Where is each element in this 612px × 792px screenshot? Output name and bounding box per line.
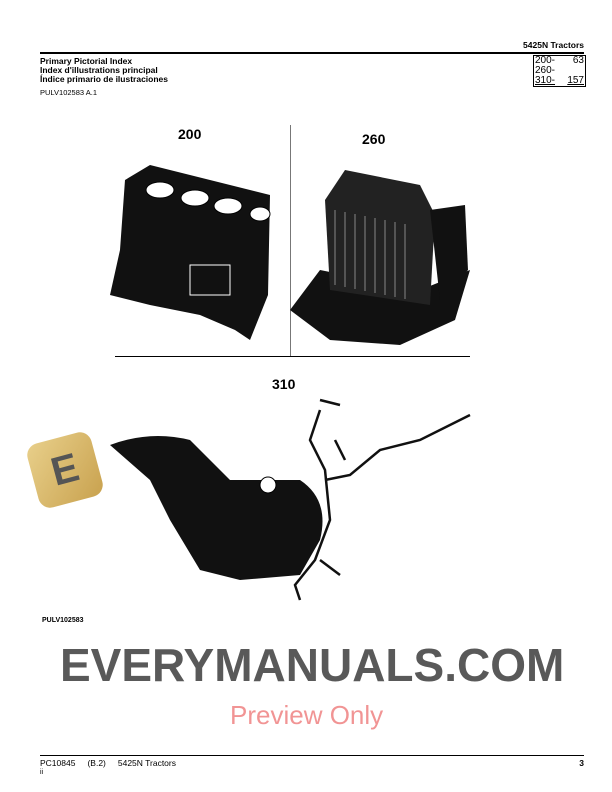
figure-divider-vertical [290,125,291,357]
fuel-lines-illustration[interactable] [293,398,471,601]
page-number: 3 [579,758,584,768]
section-title-fr: Index d'illustrations principal [40,65,158,75]
watermark-preview: Preview Only [230,700,384,730]
index-group: 200- [535,55,556,66]
index-group: 260- [535,65,556,76]
section-code: PULV102583 A.1 [40,88,97,97]
fuel-tank-illustration[interactable] [110,436,323,580]
radiator-illustration[interactable] [290,170,470,345]
figure-label-310: 310 [272,376,296,392]
figure-label-260: 260 [362,131,386,147]
footer-info: PC10845 (B.2) 5425N Tractors [40,758,188,768]
index-row[interactable]: 310- 157 [534,76,585,86]
footer-model: 5425N Tractors [117,758,176,768]
header-title: 5425N Tractors [523,40,584,50]
index-group: 310- [535,75,556,86]
footer-sub: ii [40,769,44,776]
index-page: 63 [572,55,584,66]
engine-block-illustration[interactable] [110,165,271,340]
index-page: 157 [567,75,584,86]
watermark-logo-letter: E [46,444,84,495]
section-title-en: Primary Pictorial Index [40,56,133,66]
figure-label-200: 200 [178,126,202,142]
header-rule [40,52,584,54]
illustration-id: PULV102583 [42,617,84,624]
footer-rule [40,755,584,756]
index-row[interactable]: 260- [534,66,585,76]
watermark-text: EVERYMANUALS.COM [60,639,565,691]
index-row[interactable]: 200- 63 [534,56,585,66]
figure-divider-horizontal [115,356,470,357]
section-title-es: Índice primario de ilustraciones [40,74,169,84]
index-box: 200- 63 260- 310- 157 [533,55,586,87]
footer-doc: PC10845 [40,758,76,768]
footer-rev: (B.2) [87,758,106,768]
